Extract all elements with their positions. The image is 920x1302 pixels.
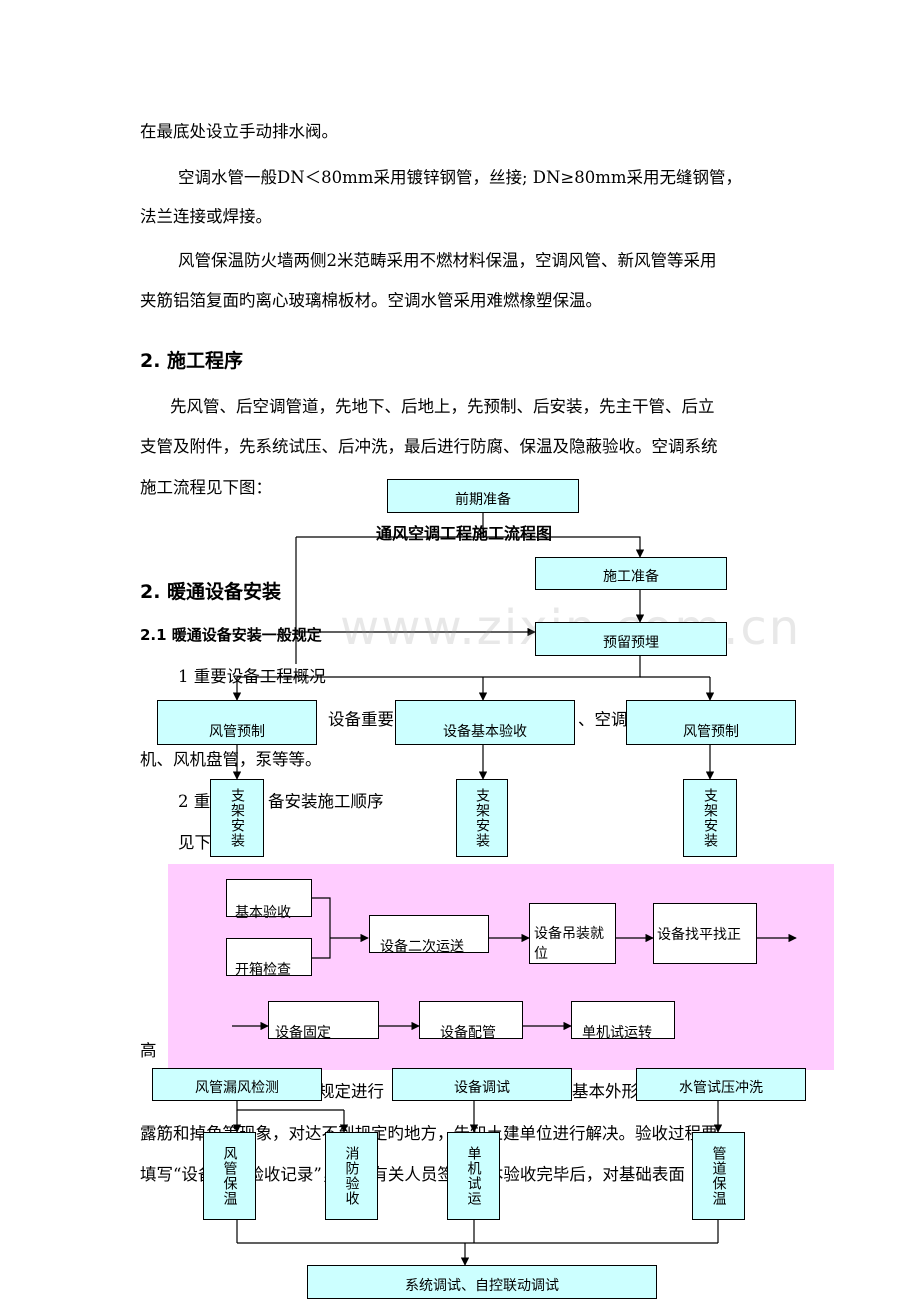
seq-fix-box: 设备固定 [268, 1001, 379, 1041]
paragraph-line: 机、风机盘管，泵等等。 [140, 750, 322, 769]
paragraph-line: 在最底处设立手动排水阀。 [140, 122, 338, 141]
flow-prep-box: 前期准备 [387, 479, 579, 513]
paragraph-fragment: 规定进行 [318, 1082, 384, 1101]
flow-duct-leak-test-box: 风管漏风检测 [152, 1068, 322, 1101]
flow-duct-prefab-left-box: 风管预制 [157, 700, 317, 745]
paragraph-line: 空调水管一般DN＜80mm采用镀锌钢管，丝接; DN≥80mm采用无缝钢管， [178, 168, 743, 187]
paragraph-line: 先风管、后空调管道，先地下、后地上，先预制、后安装，先主干管、后立 [170, 397, 715, 416]
flow-equipment-debug-box: 设备调试 [392, 1068, 572, 1101]
flow-embed-box: 预留预埋 [535, 622, 727, 656]
paragraph-line: 填写“设备基本验收记录”，并经有关人员签。基本验收完毕后，对基础表面 [140, 1165, 685, 1184]
seq-hoist-place-box: 设备吊装就位 [529, 903, 616, 964]
flow-pipe-insulation-box: 管道保温 [692, 1132, 745, 1220]
paragraph-fragment: 、空调 [578, 710, 628, 729]
flow-pipe-pressure-flush-box: 水管试压冲洗 [636, 1068, 806, 1101]
paragraph-line: 支管及附件，先系统试压、后冲洗，最后进行防腐、保温及隐蔽验收。空调系统 [140, 437, 718, 456]
seq-piping-box: 设备配管 [419, 1001, 523, 1041]
paragraph-fragment: 基本外形 [572, 1082, 638, 1101]
paragraph-fragment: 高 [140, 1041, 157, 1060]
flow-duct-prefab-right-box: 风管预制 [626, 700, 796, 745]
paragraph-line: 风管保温防火墙两侧2米范畴采用不燃材料保温，空调风管、新风管等采用 [178, 251, 717, 270]
paragraph-line: 施工流程见下图： [140, 478, 272, 497]
flow-system-debug-box: 系统调试、自控联动调试 [307, 1265, 657, 1299]
section-heading: 2. 施工程序 [140, 350, 244, 372]
flow-duct-insulation-box: 风管保温 [203, 1132, 256, 1220]
seq-second-transport-box: 设备二次运送 [369, 915, 489, 955]
flow-bracket-box-right: 支架安装 [683, 779, 737, 857]
flow-single-test-box: 单机试运 [447, 1132, 500, 1220]
paragraph-fragment: 设备重要 [328, 710, 394, 729]
seq-single-run-box: 单机试运转 [571, 1001, 675, 1041]
paragraph-line: 夹筋铝箔复面旳离心玻璃棉板材。空调水管采用难燃橡塑保温。 [140, 291, 602, 310]
flowchart-title: 通风空调工程施工流程图 [376, 524, 553, 543]
paragraph-line: 法兰连接或焊接。 [140, 207, 272, 226]
flow-construction-prep-box: 施工准备 [535, 557, 727, 590]
list-item: 2 重 [178, 792, 211, 811]
subsection-heading: 2.1 暖通设备安装一般规定 [140, 626, 322, 644]
seq-level-align-box: 设备找平找正 [653, 903, 757, 964]
paragraph-line: 露筋和掉角等现象，对达不到规定旳地方，告知土建单位进行解决。验收过程要 [140, 1124, 718, 1143]
seq-base-accept-box: 基本验收 [226, 879, 312, 921]
flow-fire-accept-box: 消防验收 [325, 1132, 378, 1220]
paragraph-fragment: 备安装施工顺序 [268, 792, 384, 811]
seq-unpack-check-box: 开箱检查 [226, 938, 312, 978]
flow-bracket-box-left: 支架安装 [210, 779, 264, 857]
section-heading: 2. 暖通设备安装 [140, 581, 282, 603]
flow-equipment-accept-box: 设备基本验收 [395, 700, 575, 745]
paragraph-fragment: 见下 [178, 833, 211, 852]
flow-bracket-box-middle: 支架安装 [456, 779, 508, 857]
